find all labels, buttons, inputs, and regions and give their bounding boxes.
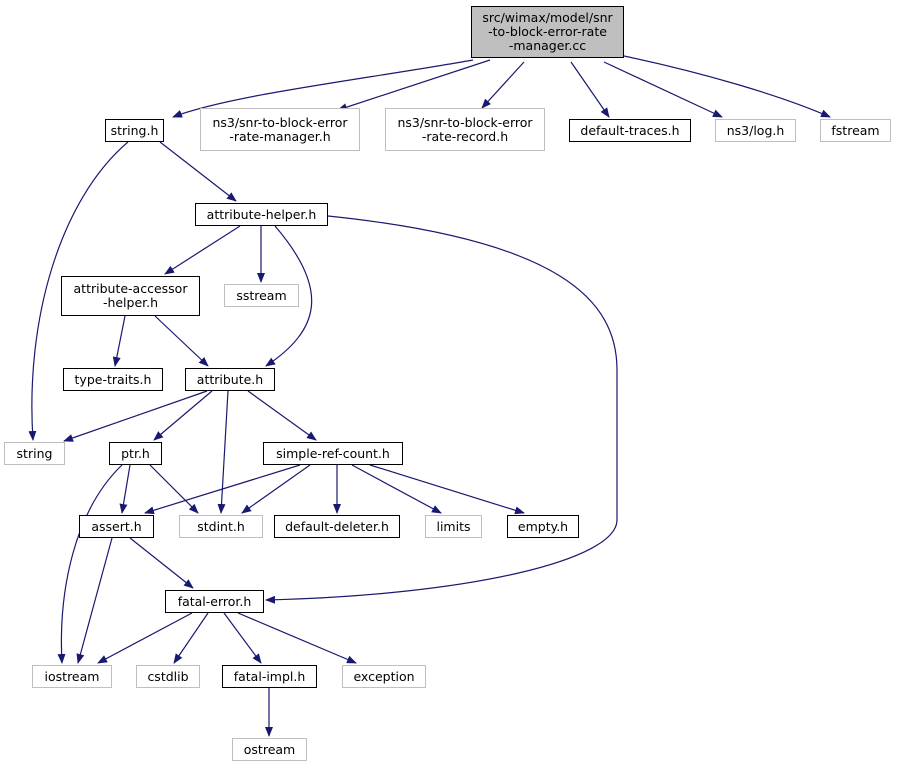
attribute-accessor-helper-h-node[interactable]: attribute-accessor -helper.h <box>61 276 200 316</box>
edge-string-h-to-attribute-helper-h <box>159 141 237 202</box>
edge-attribute-helper-h-to-attr-accessor-h <box>164 225 241 275</box>
edge-attribute-h-to-stdint-h <box>217 390 229 514</box>
root-file-node: src/wimax/model/snr -to-block-error-rate… <box>471 6 624 58</box>
edge-assert-h-to-fatal-error-h <box>129 537 194 589</box>
edge-attr-accessor-h-to-type-traits-h <box>112 315 126 367</box>
edge-simple-ref-count-h-to-assert-h <box>144 464 301 515</box>
dependency-edges <box>28 55 831 737</box>
edge-attr-accessor-h-to-attribute-h <box>154 315 209 367</box>
edge-attribute-h-to-simple-ref-count-h <box>247 390 317 441</box>
ptr-h-node[interactable]: ptr.h <box>109 442 162 465</box>
ostream-node: ostream <box>232 738 307 761</box>
edge-simple-ref-count-h-to-limits <box>351 464 442 514</box>
edge-string-h-to-string <box>28 141 129 441</box>
stdint-h-node: stdint.h <box>179 515 263 538</box>
string-node: string <box>4 442 65 465</box>
type-traits-h-node[interactable]: type-traits.h <box>63 368 163 391</box>
iostream-node: iostream <box>32 665 112 688</box>
snr-manager-h-node: ns3/snr-to-block-error -rate-manager.h <box>200 108 360 151</box>
edge-simple-ref-count-h-to-stdint-h <box>241 464 311 514</box>
edge-root-to-snr-record-h <box>481 61 525 109</box>
default-deleter-h-node[interactable]: default-deleter.h <box>274 515 400 538</box>
edge-simple-ref-count-h-to-empty-h <box>369 464 525 515</box>
edge-attribute-helper-h-to-fatal-error-h <box>265 215 618 604</box>
edge-ptr-h-to-assert-h <box>119 464 131 514</box>
edge-root-to-string-h <box>172 59 474 118</box>
cstdlib-node: cstdlib <box>136 665 200 688</box>
edge-root-to-ns3-log-h <box>603 61 723 118</box>
edge-attribute-h-to-ptr-h <box>153 390 213 441</box>
edge-fatal-error-h-to-cstdlib <box>173 612 209 664</box>
edge-fatal-error-h-to-iostream <box>97 612 193 664</box>
limits-node: limits <box>425 515 482 538</box>
exception-node: exception <box>342 665 426 688</box>
empty-h-node[interactable]: empty.h <box>507 515 579 538</box>
default-traces-h-node[interactable]: default-traces.h <box>569 119 691 142</box>
edge-root-to-fstream <box>623 55 831 118</box>
edge-attribute-h-to-string <box>63 390 208 442</box>
assert-h-node[interactable]: assert.h <box>79 515 154 538</box>
simple-ref-count-h-node[interactable]: simple-ref-count.h <box>263 442 403 465</box>
fstream-node: fstream <box>820 119 891 142</box>
attribute-helper-h-node[interactable]: attribute-helper.h <box>195 203 328 226</box>
string-h-node[interactable]: string.h <box>105 119 164 142</box>
fatal-error-h-node[interactable]: fatal-error.h <box>165 590 264 613</box>
edge-fatal-error-h-to-fatal-impl-h <box>223 612 262 664</box>
edge-root-to-snr-manager-h <box>337 59 491 111</box>
edge-fatal-error-h-to-exception <box>237 612 357 664</box>
ns3-log-h-node: ns3/log.h <box>715 119 796 142</box>
sstream-node: sstream <box>224 284 299 307</box>
attribute-h-node[interactable]: attribute.h <box>185 368 275 391</box>
edge-assert-h-to-iostream <box>76 537 113 664</box>
edge-ptr-h-to-iostream <box>57 464 123 664</box>
edge-attribute-helper-h-to-attribute-h <box>265 225 313 367</box>
fatal-impl-h-node[interactable]: fatal-impl.h <box>222 665 317 688</box>
snr-record-h-node: ns3/snr-to-block-error -rate-record.h <box>385 108 545 151</box>
edge-ptr-h-to-stdint-h <box>149 464 199 514</box>
edge-root-to-default-traces-h <box>570 61 610 118</box>
